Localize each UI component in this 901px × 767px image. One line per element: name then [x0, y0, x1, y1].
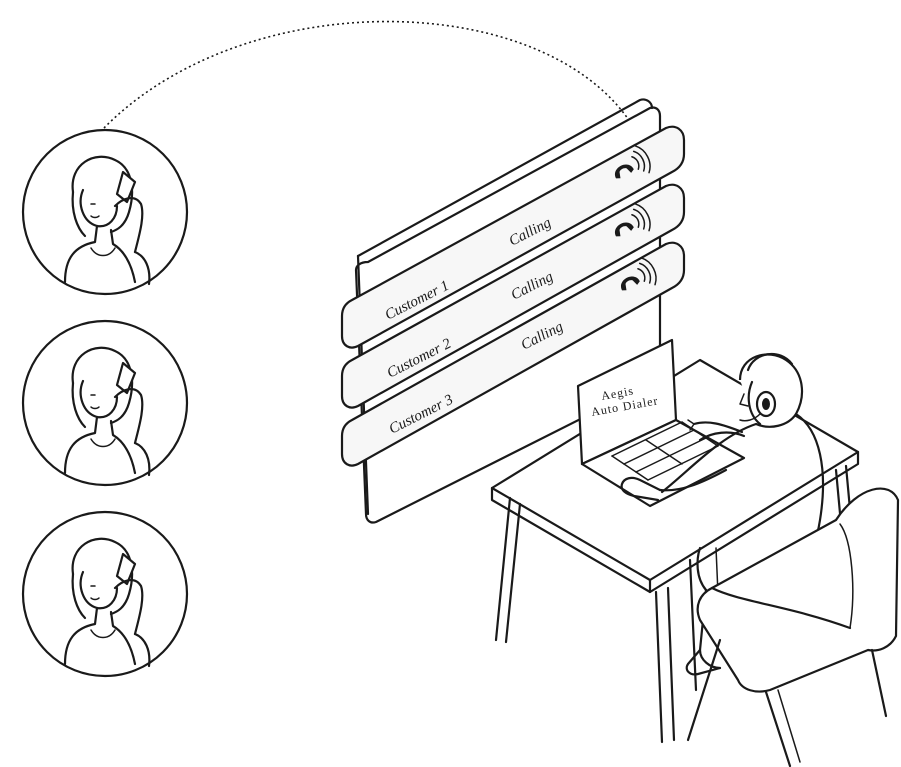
customer-avatar-3 [23, 512, 187, 676]
customer-avatar-1 [23, 130, 187, 294]
customer-avatar-2 [23, 321, 187, 485]
dotted-connection-arc [104, 22, 638, 135]
